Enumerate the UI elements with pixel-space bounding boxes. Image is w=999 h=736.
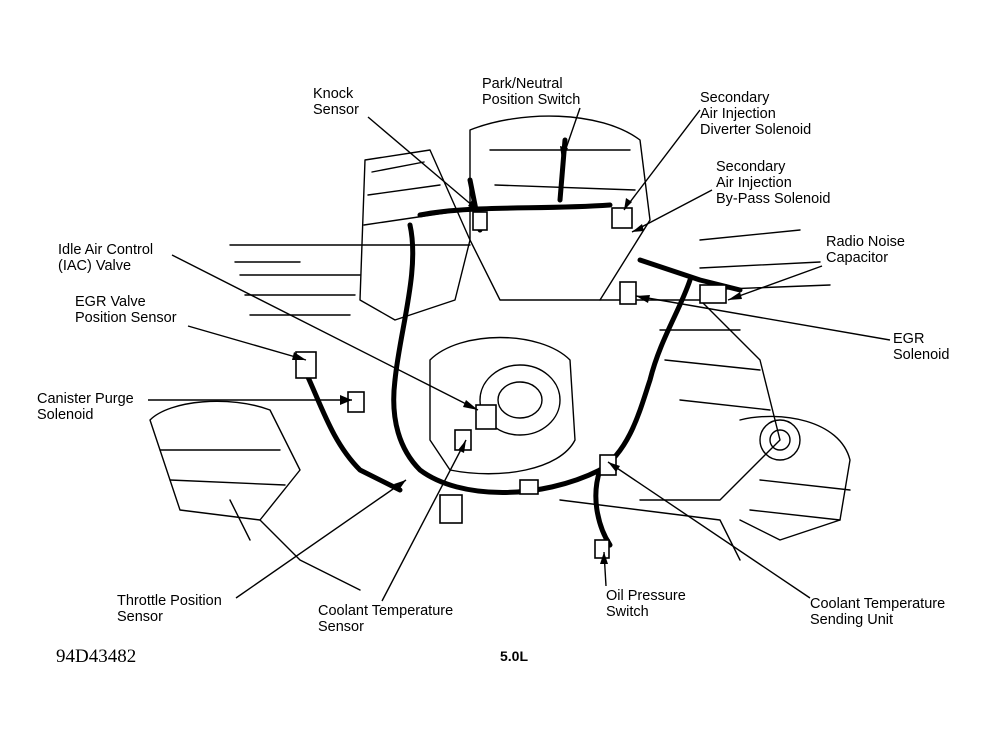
label-line: Position Sensor	[75, 310, 177, 326]
label-egr-valve-position: EGR Valve Position Sensor	[75, 294, 177, 326]
label-line: Sensor	[318, 619, 364, 635]
label-secondary-air-diverter: Secondary Air Injection Diverter Solenoi…	[700, 90, 811, 138]
label-line: Sending Unit	[810, 612, 894, 628]
label-line: Air Injection	[716, 175, 792, 191]
label-line: Idle Air Control	[58, 242, 154, 258]
label-line: Switch	[606, 604, 649, 620]
label-line: Coolant Temperature	[810, 596, 946, 612]
label-egr-solenoid: EGR Solenoid	[893, 331, 949, 363]
label-secondary-air-bypass: Secondary Air Injection By-Pass Solenoid	[716, 159, 830, 207]
label-line: Position Switch	[482, 92, 581, 108]
label-line: By-Pass Solenoid	[716, 191, 831, 207]
label-park-neutral-switch: Park/Neutral Position Switch	[482, 76, 580, 108]
label-line: Park/Neutral	[482, 76, 563, 92]
label-line: Air Injection	[700, 106, 776, 122]
engine-outline	[149, 115, 851, 591]
engine-size: 5.0L	[500, 648, 529, 664]
label-line: Radio Noise	[826, 234, 905, 250]
label-line: Solenoid	[37, 407, 94, 423]
label-line: Knock	[313, 86, 354, 102]
label-line: (IAC) Valve	[58, 258, 132, 274]
label-coolant-temp-sensor: Coolant Temperature Sensor	[318, 603, 453, 635]
label-line: Sensor	[117, 609, 163, 625]
label-line: EGR	[893, 331, 925, 347]
label-line: Secondary	[716, 159, 786, 175]
label-line: Oil Pressure	[606, 588, 686, 604]
figure-code: 94D43482	[56, 646, 137, 667]
label-line: Coolant Temperature	[318, 603, 454, 619]
label-knock-sensor: Knock Sensor	[313, 86, 359, 118]
label-idle-air-control: Idle Air Control (IAC) Valve	[58, 242, 153, 274]
label-canister-purge: Canister Purge Solenoid	[37, 391, 134, 423]
label-throttle-position: Throttle Position Sensor	[117, 593, 222, 625]
label-line: Solenoid	[893, 347, 950, 363]
label-radio-noise-capacitor: Radio Noise Capacitor	[826, 234, 905, 266]
label-line: Sensor	[313, 102, 359, 118]
label-line: Throttle Position	[117, 593, 222, 609]
label-line: Canister Purge	[37, 391, 134, 407]
connectors	[295, 207, 727, 559]
label-line: EGR Valve	[75, 294, 146, 310]
label-line: Diverter Solenoid	[700, 122, 812, 138]
arrow-heads	[292, 146, 742, 564]
label-line: Secondary	[700, 90, 770, 106]
label-oil-pressure-switch: Oil Pressure Switch	[606, 588, 686, 620]
leader-lines	[148, 107, 891, 602]
label-line: Capacitor	[826, 250, 889, 266]
label-coolant-temp-sending-unit: Coolant Temperature Sending Unit	[810, 596, 945, 628]
